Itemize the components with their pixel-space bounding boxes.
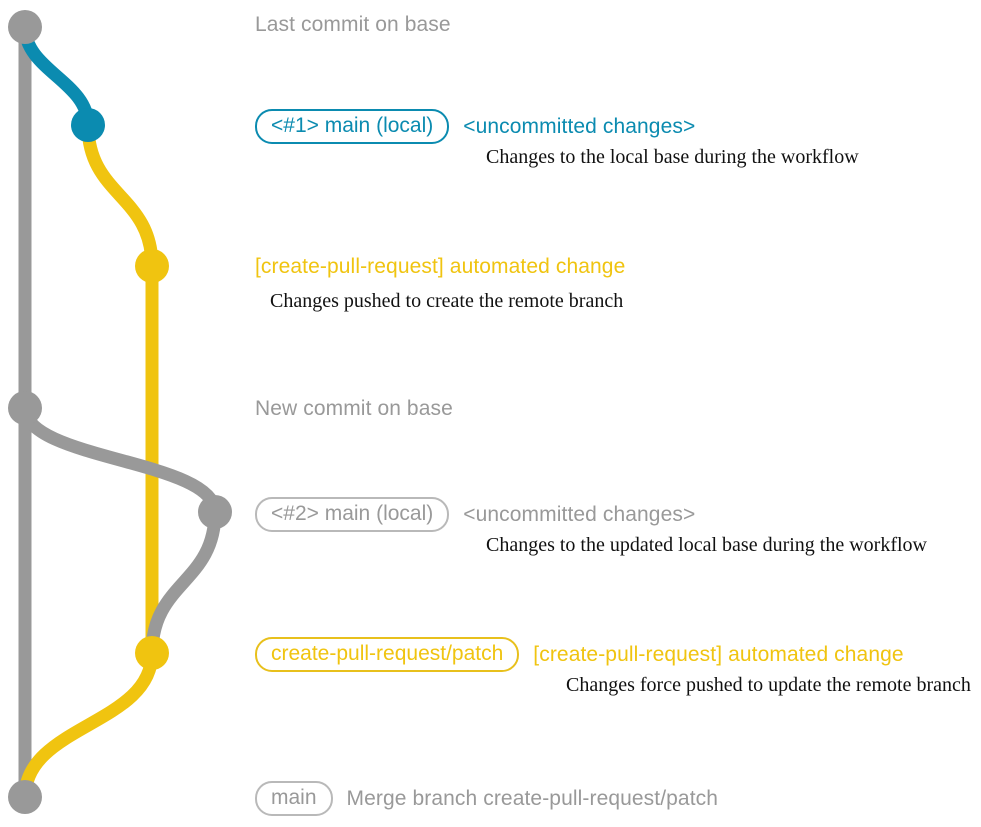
entry-headline: <uncommitted changes> — [463, 503, 696, 526]
entry-description-local-uncommitted-1: Changes to the local base during the wor… — [486, 146, 859, 168]
entry-merge-branch: main Merge branch create-pull-request/pa… — [255, 781, 718, 816]
entry-headline: Last commit on base — [255, 13, 451, 36]
entry-headline: Merge branch create-pull-request/patch — [346, 787, 719, 810]
commit-node-local-2 — [198, 495, 232, 529]
edge-base-to-local1 — [18, 20, 95, 132]
commit-graph — [8, 10, 232, 814]
entry-headline: [create-pull-request] automated change — [255, 255, 626, 278]
entry-description-automated-change-update: Changes force pushed to update the remot… — [566, 674, 971, 696]
edge-local2-to-patch2 — [145, 505, 222, 660]
branch-badge-local-1[interactable]: <#1> main (local) — [255, 109, 450, 144]
entry-description-automated-change-create: Changes pushed to create the remote bran… — [270, 290, 624, 312]
entry-headline: New commit on base — [255, 397, 453, 420]
commit-node-patch-2 — [135, 636, 169, 670]
entry-last-commit-on-base: Last commit on base — [255, 14, 451, 35]
commit-node-base-merge — [8, 780, 42, 814]
commit-node-base-last — [8, 10, 42, 44]
edge-basenew-to-local2 — [18, 401, 222, 519]
entry-local-uncommitted-1: <#1> main (local) <uncommitted changes> — [255, 109, 695, 144]
branch-badge-local-2[interactable]: <#2> main (local) — [255, 497, 450, 532]
entry-new-commit-on-base: New commit on base — [255, 398, 453, 419]
entry-automated-change-create: [create-pull-request] automated change — [255, 256, 625, 277]
commit-node-local-1 — [71, 108, 105, 142]
branch-badge-create-pull-request-patch[interactable]: create-pull-request/patch — [255, 637, 520, 672]
entry-headline: <uncommitted changes> — [463, 115, 696, 138]
commit-node-base-new — [8, 391, 42, 425]
entry-local-uncommitted-2: <#2> main (local) <uncommitted changes> — [255, 497, 695, 532]
entry-headline: [create-pull-request] automated change — [533, 643, 904, 666]
commit-node-patch-1 — [135, 249, 169, 283]
edge-local1-to-patch1 — [81, 118, 159, 273]
entry-automated-change-update: create-pull-request/patch [create-pull-r… — [255, 637, 904, 672]
branch-badge-main[interactable]: main — [255, 781, 333, 816]
entry-description-local-uncommitted-2: Changes to the updated local base during… — [486, 534, 927, 556]
edge-patch2-to-merge — [18, 646, 159, 804]
